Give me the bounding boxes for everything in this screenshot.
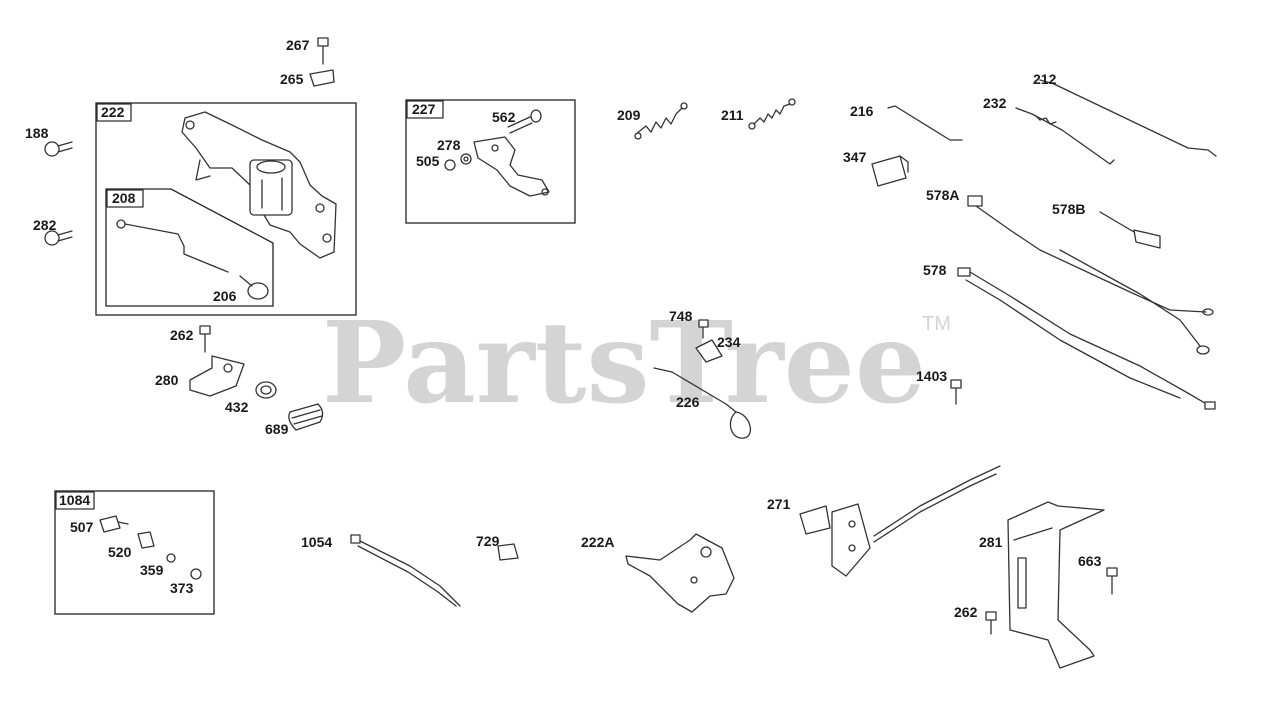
part-359-washer[interactable] [166,553,176,563]
part-505-nut[interactable] [444,159,456,171]
part-212-rod[interactable] [1039,79,1217,157]
part-278-washer[interactable] [460,153,472,165]
part-373-nut[interactable] [190,568,202,580]
label-520: 520 [108,544,132,560]
label-663: 663 [1078,553,1102,569]
part-578B-connector[interactable] [1099,211,1161,249]
label-234: 234 [717,334,741,350]
part-267-screw[interactable] [317,37,329,65]
part-689-spring[interactable] [288,403,324,431]
part-281-bracket[interactable] [1007,501,1105,669]
group-tag-222 [96,103,132,122]
group-tag-1084 [55,491,95,510]
group-box-1084 [54,490,215,615]
label-347: 347 [843,149,867,165]
group-box-208 [105,188,274,307]
part-748-screw[interactable] [698,319,709,339]
label-1054: 1054 [301,534,332,550]
group-box-222 [95,102,357,316]
group-label-222: 222 [101,104,125,120]
label-222A: 222A [581,534,614,550]
label-282: 282 [33,217,57,233]
watermark-text: PartsTree [322,298,926,429]
label-578B: 578B [1052,201,1085,217]
label-209: 209 [617,107,641,123]
label-281: 281 [979,534,1003,550]
part-222A-bracket[interactable] [625,533,735,613]
label-262-upper: 262 [170,327,194,343]
part-1403-screw[interactable] [950,379,962,405]
label-267: 267 [286,37,310,53]
part-729-clip[interactable] [497,543,519,561]
label-216: 216 [850,103,874,119]
label-211: 211 [721,107,744,123]
group-tag-208 [106,189,144,208]
part-232-spring-rod[interactable] [1015,107,1115,165]
part-216-rod[interactable] [887,105,963,141]
label-359: 359 [140,562,164,578]
part-282-bolt[interactable] [44,230,73,246]
part-226-rod[interactable] [653,367,752,439]
part-262-screw-lower[interactable] [985,611,997,635]
part-507-fitting[interactable] [99,515,129,533]
label-562: 562 [492,109,516,125]
part-234-clip[interactable] [695,339,723,363]
label-748: 748 [669,308,693,324]
label-212: 212 [1033,71,1057,87]
group-tag-227 [406,100,444,119]
part-governor-bracket[interactable] [181,111,337,259]
label-729: 729 [476,533,500,549]
label-578: 578 [923,262,947,278]
part-663-screw[interactable] [1106,567,1118,595]
part-578A-harness[interactable] [967,195,1214,355]
part-578-harness[interactable] [957,267,1216,410]
label-188: 188 [25,125,49,141]
part-265-clip[interactable] [309,69,335,87]
part-262-screw-upper[interactable] [199,325,211,353]
part-1054-cable-tie[interactable] [350,534,461,607]
label-206: 206 [213,288,237,304]
part-520-bracket[interactable] [137,531,155,549]
group-label-227: 227 [412,101,436,117]
label-278: 278 [437,137,461,153]
label-226: 226 [676,394,700,410]
watermark-trademark: TM [922,313,951,335]
label-232: 232 [983,95,1007,111]
part-347-switch[interactable] [871,155,909,187]
part-211-spring[interactable] [748,98,796,130]
part-209-spring[interactable] [634,102,688,140]
part-227-bracket[interactable] [473,136,550,197]
part-280-bracket[interactable] [189,355,245,397]
label-507: 507 [70,519,94,535]
part-271-throttle-control[interactable] [799,465,1001,577]
part-labels: 267 265 188 282 206 262 280 432 689 562 … [25,37,1102,620]
part-206-bolt[interactable] [239,275,269,300]
part-562-bolt[interactable] [507,109,542,134]
part-188-bolt[interactable] [44,141,73,157]
part-governor-link[interactable] [116,219,229,273]
label-373: 373 [170,580,194,596]
part-432-bushing[interactable] [255,381,277,399]
label-505: 505 [416,153,440,169]
label-578A: 578A [926,187,959,203]
label-689: 689 [265,421,289,437]
label-271: 271 [767,496,791,512]
group-label-1084: 1084 [59,492,90,508]
group-label-208: 208 [112,190,136,206]
label-262-lower: 262 [954,604,978,620]
group-box-227 [405,99,576,224]
label-1403: 1403 [916,368,947,384]
label-280: 280 [155,372,179,388]
label-265: 265 [280,71,304,87]
label-432: 432 [225,399,249,415]
